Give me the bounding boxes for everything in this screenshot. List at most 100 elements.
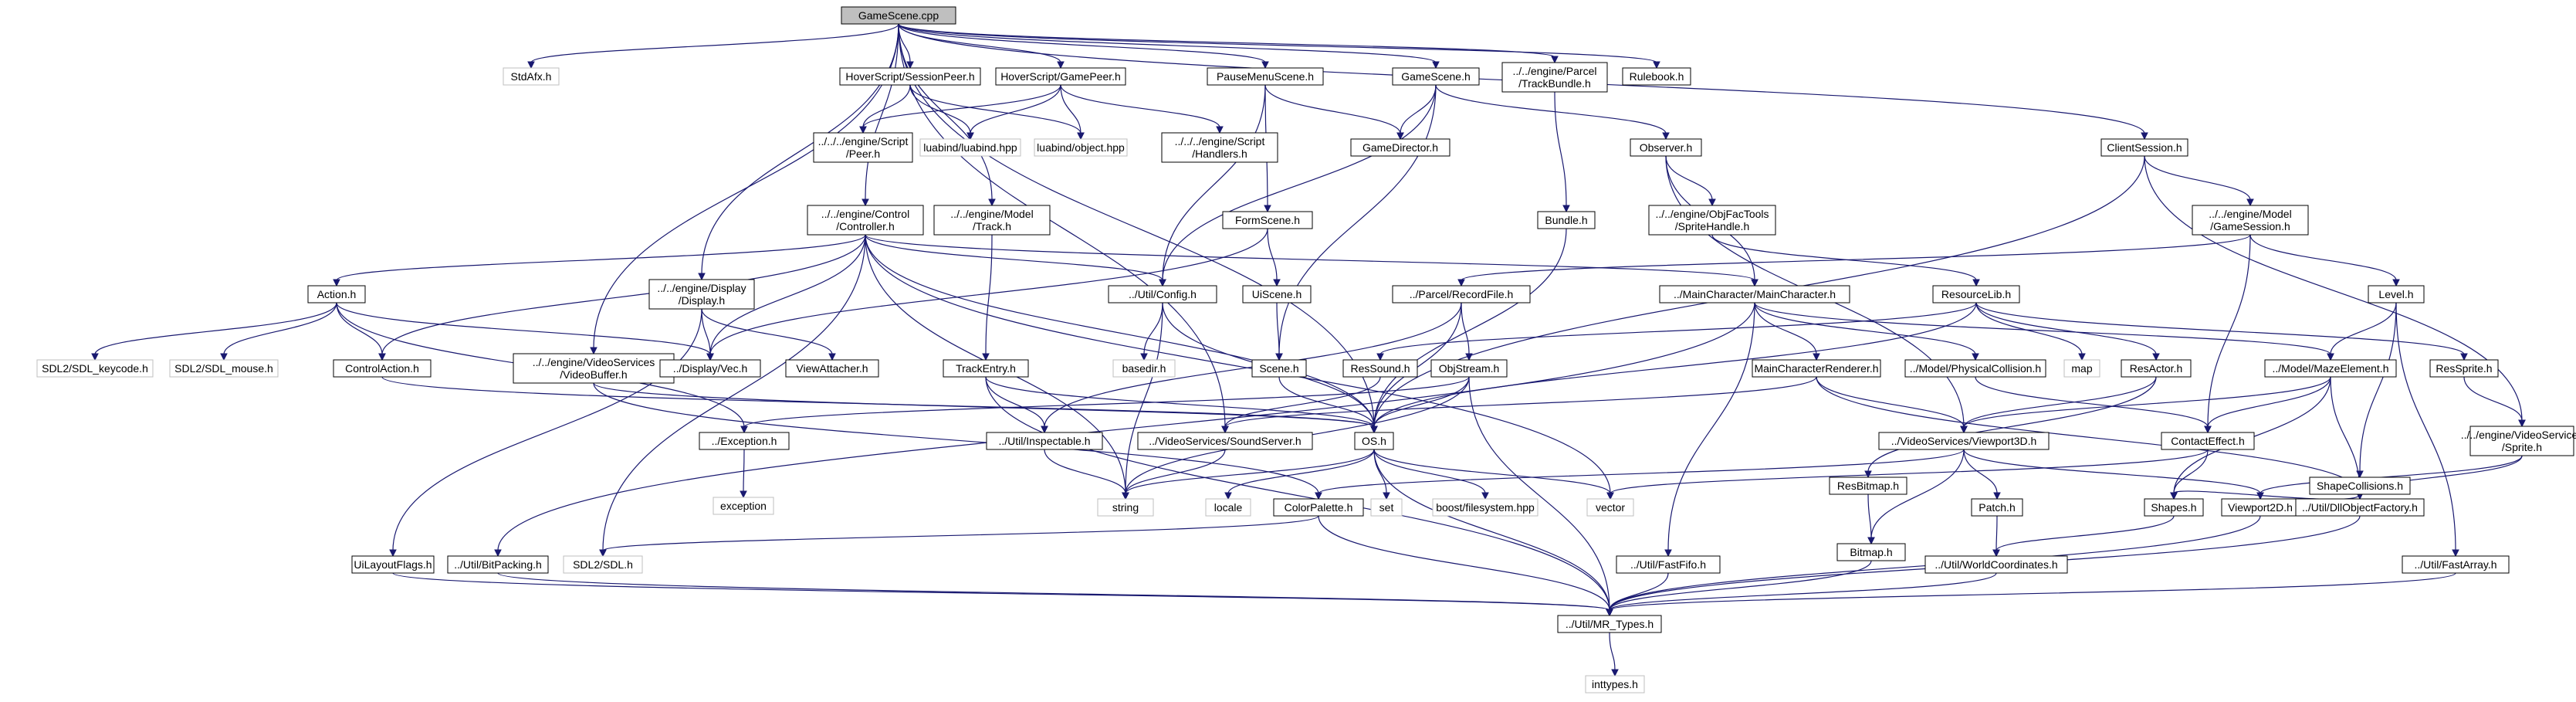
node-label: ../../engine/VideoServices — [2461, 429, 2576, 441]
node-clientsession[interactable]: ClientSession.h — [2100, 138, 2188, 157]
edge-hs-gamepeer-to-script-handlers — [1060, 84, 1220, 128]
node-recordfile[interactable]: ../Parcel/RecordFile.h — [1392, 285, 1531, 304]
node-worldcoords[interactable]: ../Util/WorldCoordinates.h — [1924, 555, 2068, 574]
edge-arrowhead — [1221, 426, 1229, 434]
node-action[interactable]: Action.h — [307, 285, 366, 304]
node-gamescene-h[interactable]: GameScene.h — [1392, 67, 1480, 86]
node-colorpalette[interactable]: ColorPalette.h — [1273, 498, 1364, 517]
node-exception-h[interactable]: ../Exception.h — [699, 432, 790, 450]
node-objstream[interactable]: ObjStream.h — [1430, 359, 1508, 378]
node-viewport2d[interactable]: Viewport2D.h — [2221, 498, 2300, 517]
node-display-display[interactable]: ../../engine/Display/Display.h — [648, 279, 755, 310]
edge-clientsession-to-gamesession — [2144, 155, 2251, 201]
node-soundserver[interactable]: ../VideoServices/SoundServer.h — [1137, 432, 1313, 450]
node-ressound[interactable]: ResSound.h — [1342, 359, 1418, 378]
node-uilayoutflags[interactable]: UiLayoutFlags.h — [351, 555, 435, 574]
node-display-vec[interactable]: ../Display/Vec.h — [659, 359, 761, 378]
node-bundle[interactable]: Bundle.h — [1537, 211, 1596, 229]
edge-maincharacter-to-fastfifo — [1667, 302, 1755, 551]
edge-ressound-to-soundserver — [1224, 376, 1381, 428]
edge-arrowhead — [1606, 492, 1614, 500]
node-formscene[interactable]: FormScene.h — [1222, 211, 1313, 229]
node-gamedirector[interactable]: GameDirector.h — [1350, 138, 1450, 157]
node-label: ResSprite.h — [2436, 362, 2492, 375]
node-box — [1273, 498, 1364, 517]
node-box — [1222, 211, 1313, 229]
node-videobuffer[interactable]: ../../engine/VideoServices/VideoBuffer.h — [513, 353, 675, 384]
node-fastfifo[interactable]: ../Util/FastFifo.h — [1616, 555, 1721, 574]
edge-arrowhead — [2452, 549, 2459, 558]
node-label: SDL2/SDL.h — [573, 558, 633, 571]
edge-arrowhead — [1432, 61, 1440, 70]
edge-arrowhead — [1122, 492, 1129, 500]
edge-os-to-mr-types — [1373, 449, 1610, 611]
node-hs-sessionpeer[interactable]: HoverScript/SessionPeer.h — [839, 67, 981, 86]
node-os[interactable]: OS.h — [1354, 432, 1394, 450]
node-physcollision[interactable]: ../Model/PhysicalCollision.h — [1904, 359, 2046, 378]
edge-arrowhead — [2246, 198, 2254, 207]
node-resactor[interactable]: ResActor.h — [2121, 359, 2192, 378]
node-trackentry[interactable]: TrackEntry.h — [943, 359, 1029, 378]
edge-os-to-string — [1125, 449, 1375, 494]
edge-arrowhead — [527, 61, 535, 70]
node-script-handlers[interactable]: ../../../engine/Script/Handlers.h — [1161, 132, 1278, 163]
node-scene[interactable]: Scene.h — [1251, 359, 1307, 378]
node-uiscene[interactable]: UiScene.h — [1242, 285, 1312, 304]
node-shapecollisions[interactable]: ShapeCollisions.h — [2309, 476, 2411, 495]
node-box — [1342, 359, 1418, 378]
node-box — [1370, 498, 1403, 517]
edge-videobuffer-to-colorpalette — [593, 382, 1319, 494]
edge-observer-to-spritehandle — [1665, 155, 1713, 201]
node-hs-gamepeer[interactable]: HoverScript/GamePeer.h — [995, 67, 1126, 86]
node-viewport3d[interactable]: ../VideoServices/Viewport3D.h — [1878, 432, 2050, 450]
node-dllobjfactory[interactable]: ../Util/DllObjectFactory.h — [2295, 498, 2425, 517]
node-controlaction[interactable]: ControlAction.h — [333, 359, 432, 378]
node-rulebook[interactable]: Rulebook.h — [1622, 67, 1691, 86]
node-label: GameScene.cpp — [858, 9, 939, 22]
edge-arrowhead — [1972, 353, 1979, 361]
node-gamescene-cpp[interactable]: GameScene.cpp — [841, 6, 956, 25]
node-contacteffect[interactable]: ContactEffect.h — [2161, 432, 2255, 450]
edge-hs-gamepeer-to-script-peer — [862, 84, 1061, 128]
node-mr-types[interactable]: ../Util/MR_Types.h — [1557, 615, 1662, 633]
node-patch[interactable]: Patch.h — [1971, 498, 2023, 517]
node-inspectable[interactable]: ../Util/Inspectable.h — [986, 432, 1103, 450]
edge-gamescene-cpp-to-videobuffer — [593, 23, 899, 349]
edge-formscene-to-uiscene — [1267, 228, 1278, 281]
node-level[interactable]: Level.h — [2368, 285, 2425, 304]
edge-display-display-to-viewattacher — [701, 308, 833, 355]
node-model-track[interactable]: ../../engine/Model/Track.h — [933, 205, 1051, 236]
node-resourcelib[interactable]: ResourceLib.h — [1932, 285, 2020, 304]
node-label: ../Util/Config.h — [1129, 288, 1197, 300]
node-spritehandle[interactable]: ../../engine/ObjFacTools/SpriteHandle.h — [1648, 205, 1776, 236]
node-maincharacter[interactable]: ../MainCharacter/MainCharacter.h — [1659, 285, 1850, 304]
edge-arrowhead — [740, 490, 747, 499]
node-box — [563, 555, 643, 574]
node-viewattacher[interactable]: ViewAttacher.h — [785, 359, 879, 378]
node-box — [1659, 285, 1850, 304]
node-box — [813, 132, 913, 163]
node-util-config[interactable]: ../Util/Config.h — [1108, 285, 1217, 304]
node-gamesession[interactable]: ../../engine/Model/GameSession.h — [2192, 205, 2309, 236]
node-mazeelement[interactable]: ../Model/MazeElement.h — [2264, 359, 2397, 378]
node-trackbundle[interactable]: ../../engine/Parcel/TrackBundle.h — [1501, 62, 1608, 93]
node-mcrenderer[interactable]: MainCharacterRenderer.h — [1752, 359, 1881, 378]
edge-hs-sessionpeer-to-luabind — [909, 84, 971, 134]
node-pausemenu[interactable]: PauseMenuScene.h — [1207, 67, 1324, 86]
node-control[interactable]: ../../engine/Control/Controller.h — [807, 205, 924, 236]
node-fastarray[interactable]: ../Util/FastArray.h — [2402, 555, 2510, 574]
node-bitmap[interactable]: Bitmap.h — [1836, 543, 1906, 561]
node-script-peer[interactable]: ../../../engine/Script/Peer.h — [813, 132, 913, 163]
node-label: Bitmap.h — [1850, 546, 1892, 558]
node-shapes[interactable]: Shapes.h — [2144, 498, 2204, 517]
node-resbitmap[interactable]: ResBitmap.h — [1829, 476, 1907, 495]
node-bitpacking[interactable]: ../Util/BitPacking.h — [447, 555, 549, 574]
edge-action-to-display-vec — [336, 302, 711, 355]
edge-arrowhead — [590, 347, 597, 355]
node-vs-sprite[interactable]: ../../engine/VideoServices/Sprite.h — [2461, 426, 2576, 456]
edge-maincharacter-to-physcollision — [1754, 302, 1976, 355]
node-observer[interactable]: Observer.h — [1630, 138, 1702, 157]
edge-resactor-to-resbitmap — [1867, 376, 2157, 473]
edge-hs-gamepeer-to-luaobject — [1060, 84, 1082, 134]
node-ressprite[interactable]: ResSprite.h — [2429, 359, 2499, 378]
